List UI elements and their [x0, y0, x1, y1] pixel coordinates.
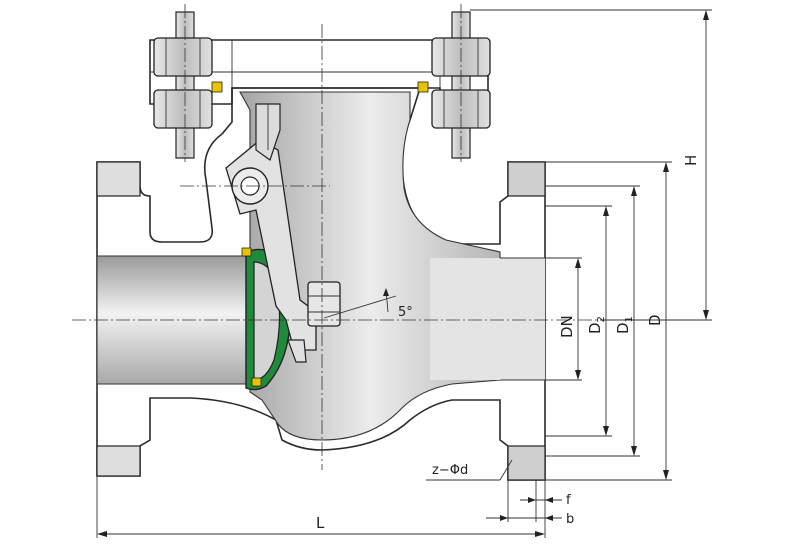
label-bolt-holes: z−Φd — [432, 463, 468, 478]
center-lines — [72, 4, 600, 470]
disc-nut — [307, 281, 341, 327]
bolt-right — [417, 11, 491, 159]
dimensions — [96, 9, 712, 538]
dimension-labels: H D D1 D2 DN L f b z−Φd 5° — [316, 155, 700, 532]
bolt-left — [153, 11, 223, 159]
flange-holes — [96, 161, 546, 481]
label-f: f — [566, 493, 571, 508]
label-L: L — [316, 514, 325, 532]
label-angle: 5° — [398, 305, 413, 320]
label-D1: D1 — [614, 316, 635, 334]
gasket-left — [211, 81, 223, 93]
gasket-top — [241, 247, 252, 257]
gasket-bottom — [251, 377, 262, 387]
label-D2: D2 — [586, 316, 607, 334]
gasket-right — [417, 81, 429, 93]
label-D: D — [646, 314, 664, 326]
label-b: b — [566, 512, 574, 527]
label-DN: DN — [558, 315, 576, 338]
label-H: H — [682, 155, 700, 166]
outlet-bore — [430, 258, 545, 380]
